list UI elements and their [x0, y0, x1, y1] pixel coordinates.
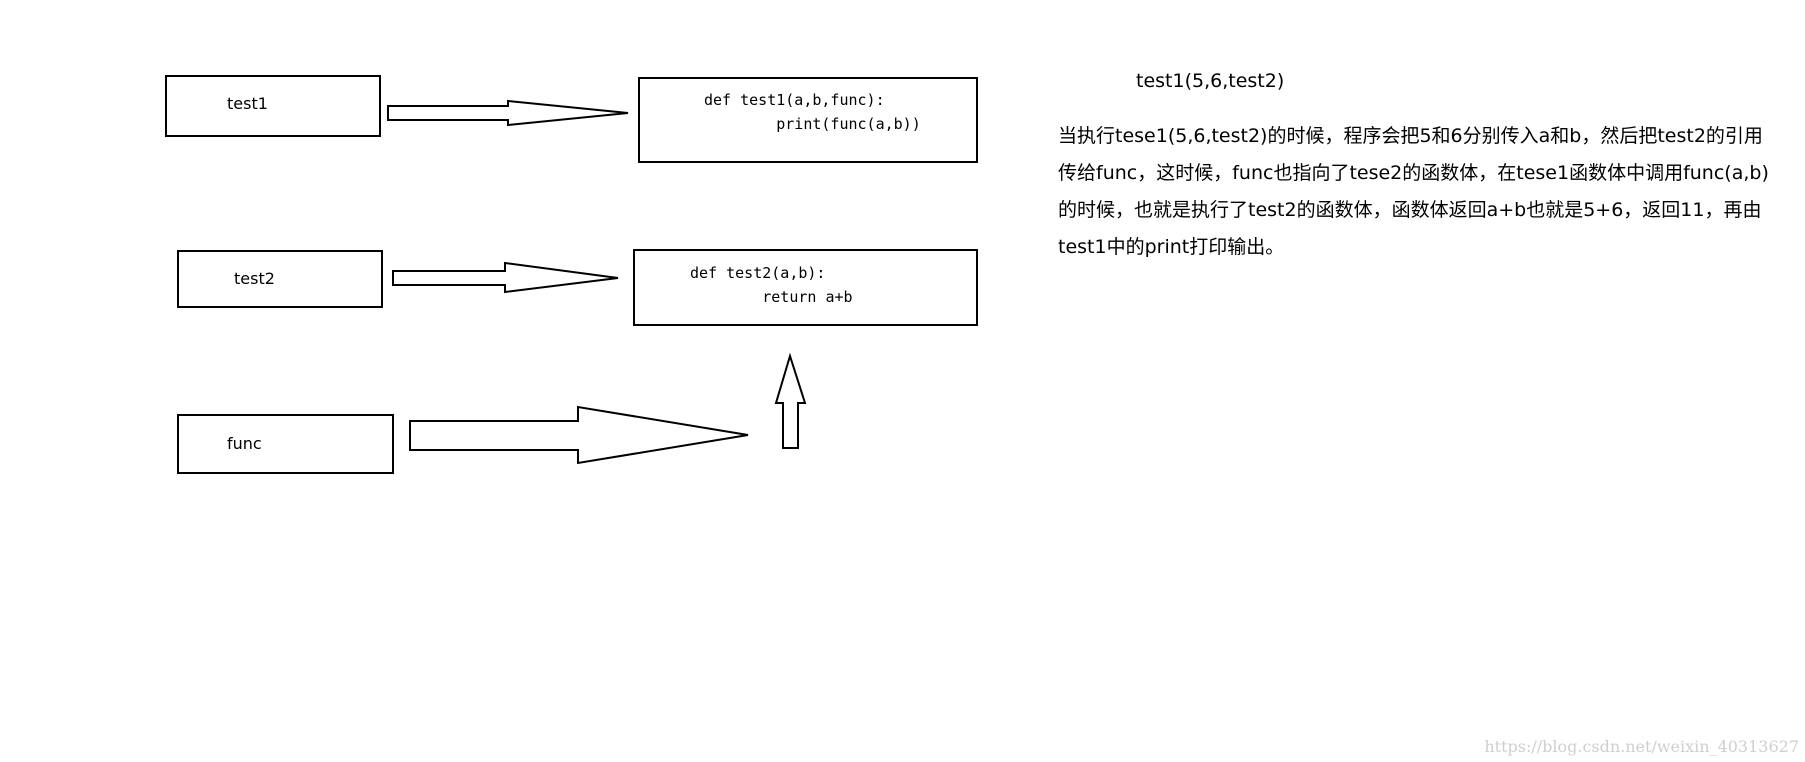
- code-box-test2: def test2(a,b): return a+b: [633, 249, 978, 326]
- node-test2: test2: [177, 250, 383, 308]
- node-test2-label: test2: [234, 269, 275, 288]
- arrow-test2-to-code: [392, 261, 619, 294]
- code-test1-line-2: print(func(a,b)): [704, 115, 921, 133]
- explanation-text: 当执行tese1(5,6,test2)的时候，程序会把5和6分别传入a和b，然后…: [1058, 118, 1798, 266]
- code-test2-line-2: return a+b: [690, 288, 853, 306]
- explanation-line-2: 传给func，这时候，func也指向了tese2的函数体，在tese1函数体中调…: [1058, 162, 1769, 184]
- node-test1-label: test1: [227, 94, 268, 113]
- explanation-line-4: test1中的print打印输出。: [1058, 236, 1285, 258]
- code-test2-line-1: def test2(a,b):: [690, 264, 826, 282]
- arrow-func-up: [774, 352, 807, 449]
- node-func-label: func: [227, 434, 262, 453]
- explanation-line-3: 的时候，也就是执行了test2的函数体，函数体返回a+b也就是5+6，返回11，…: [1058, 199, 1762, 221]
- call-title: test1(5,6,test2): [1136, 70, 1285, 92]
- node-test1: test1: [165, 75, 381, 137]
- arrow-func-right: [409, 405, 749, 465]
- explanation-line-1: 当执行tese1(5,6,test2)的时候，程序会把5和6分别传入a和b，然后…: [1058, 125, 1763, 147]
- code-box-test1: def test1(a,b,func): print(func(a,b)): [638, 77, 978, 163]
- node-func: func: [177, 414, 394, 474]
- code-test1-line-1: def test1(a,b,func):: [704, 91, 885, 109]
- watermark: https://blog.csdn.net/weixin_40313627: [1484, 737, 1799, 756]
- arrow-test1-to-code: [387, 99, 629, 127]
